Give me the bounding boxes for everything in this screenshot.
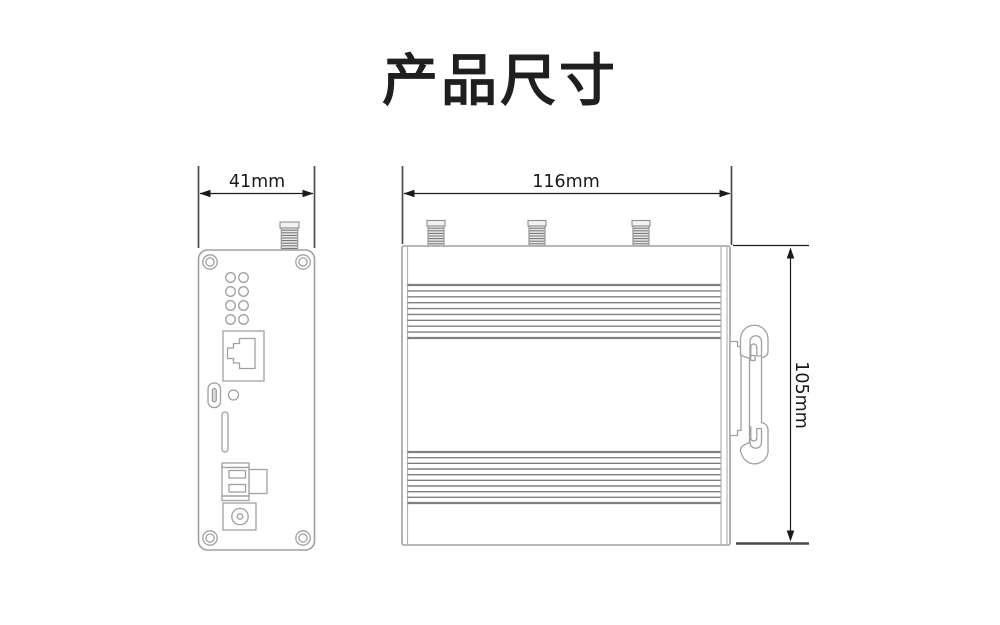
vent-hole [225,286,236,297]
din-clip-lower-slot [749,426,763,449]
sma-antenna-connector [426,219,446,247]
din-rail-clip [729,324,769,465]
antenna-thread-body [280,227,299,251]
usb-tongue [211,388,217,403]
cooling-fins-top [407,283,721,340]
front-width-label: 41mm [229,172,285,192]
rj45-jack-icon [226,337,256,370]
terminal-flange-bottom [221,495,250,502]
screw-icon [295,530,311,546]
screw-icon [298,533,308,543]
power-jack-pin [236,513,244,520]
ethernet-port-frame [222,330,265,382]
usb-port-outline [207,382,222,409]
vent-hole [225,272,236,283]
page-title: 产品尺寸 [382,49,618,114]
cooling-fins-bottom [407,450,721,505]
vent-hole [225,314,236,325]
vent-hole [225,300,236,311]
antenna-cap [279,221,300,229]
power-jack-barrel [231,507,249,526]
screw-icon [202,530,218,546]
sma-antenna-connector [279,221,300,251]
front-width-dimension: 41mm [197,166,316,248]
vent-holes [225,272,249,325]
vent-hole [238,272,249,283]
side-width-label: 116mm [532,172,600,192]
vent-hole [238,300,249,311]
side-width-dimension: 116mm [401,166,733,245]
side-height-label: 105mm [791,361,811,429]
reset-button [227,389,240,401]
din-clip-upper-slot [749,335,763,358]
terminal-pin [228,483,247,493]
vent-hole [238,314,249,325]
antenna-cap [426,219,446,227]
side-height-dimension: 105mm [733,244,811,545]
arrow-down-icon [786,530,795,542]
arrow-up-icon [786,247,795,259]
antenna-cap [631,219,651,227]
arrow-left-icon [199,189,211,198]
sim-card-slot [221,411,229,453]
screw-icon [205,257,215,267]
terminal-block [221,462,268,502]
corner-screws [202,254,311,546]
side-view: 116mm [401,166,811,546]
din-clip-plate [729,340,742,437]
power-jack-frame [222,502,257,531]
micro-usb-port [207,382,222,409]
screw-icon [205,533,215,543]
power-jack [222,502,257,531]
arrow-right-icon [302,189,314,198]
vent-hole [238,286,249,297]
screw-icon [202,254,218,270]
sma-antenna-connector [527,219,547,247]
arrow-right-icon [719,189,731,198]
screw-icon [298,257,308,267]
ethernet-port [222,330,265,382]
din-clip-notch [750,354,756,362]
screw-icon [295,254,311,270]
terminal-pin [228,469,247,479]
arrow-left-icon [403,189,415,198]
front-view: 41mm [197,166,316,551]
sma-antenna-connector [631,219,651,247]
antenna-cap [527,219,547,227]
